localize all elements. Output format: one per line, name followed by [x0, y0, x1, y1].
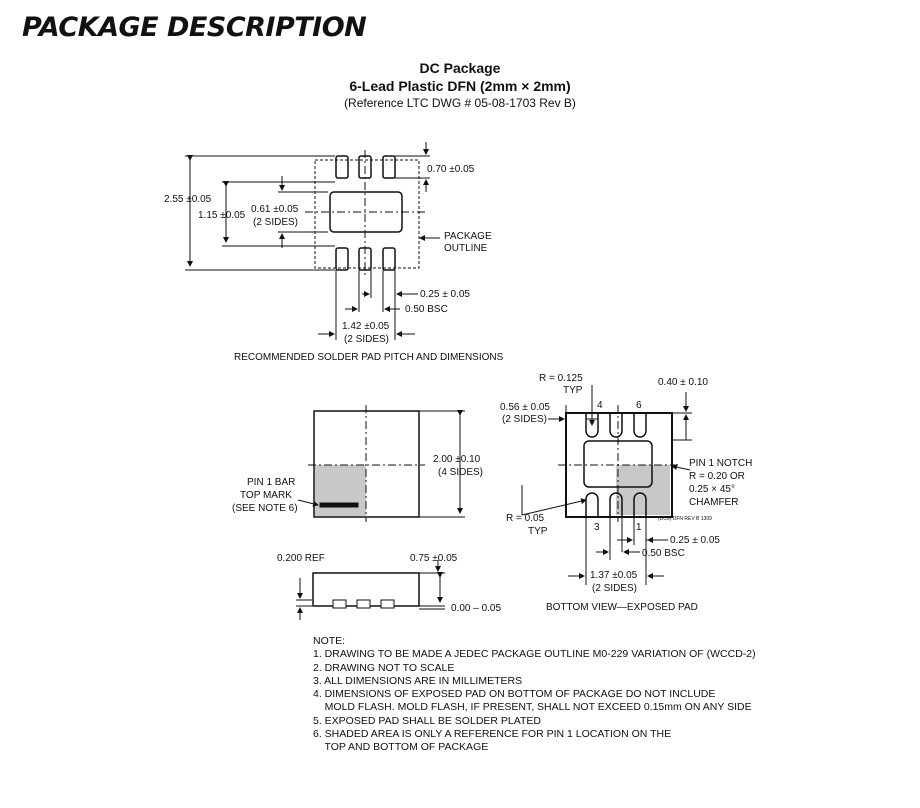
bottom-view — [521, 385, 692, 585]
r005-typ: TYP — [528, 526, 548, 537]
note-line: TOP AND BOTTOM OF PACKAGE — [313, 741, 489, 754]
dim-200-sides: (4 SIDES) — [438, 467, 483, 478]
dim-200: 2.00 ±0.10 — [433, 454, 481, 465]
dim-070: 0.70 ±0.05 — [427, 164, 475, 175]
dim-142-sides: (2 SIDES) — [344, 334, 389, 345]
pin-1-label: 1 — [636, 522, 642, 533]
package-name: DC Package — [419, 60, 501, 76]
solder-pad — [382, 247, 396, 271]
note-line: 4. DIMENSIONS OF EXPOSED PAD ON BOTTOM O… — [313, 688, 716, 701]
pin-6-label: 6 — [636, 400, 642, 411]
solder-pad — [335, 155, 349, 179]
notes: NOTE: 1. DRAWING TO BE MADE A JEDEC PACK… — [313, 635, 756, 755]
pin1-notch-label-2: R = 0.20 OR — [689, 471, 745, 482]
ref-0200: 0.200 REF — [277, 553, 325, 564]
package-outline-label: PACKAGE — [444, 231, 492, 242]
dim-050-bottom: 0.50 BSC — [642, 548, 685, 559]
dim-000: 0.00 – 0.05 — [451, 603, 501, 614]
pin1-bar-label-2: TOP MARK — [240, 490, 292, 501]
dim-137: 1.37 ±0.05 — [590, 570, 638, 581]
dim-025: 0.25 ± 0.05 — [420, 289, 470, 300]
drawing-tag: (DC6) DFN REV B 1309 — [658, 516, 712, 522]
note-line: 3. ALL DIMENSIONS ARE IN MILLIMETERS — [313, 674, 523, 687]
note-heading: NOTE: — [313, 635, 346, 647]
drawing-reference: (Reference LTC DWG # 05-08-1703 Rev B) — [344, 96, 576, 110]
dim-061-sides: (2 SIDES) — [253, 217, 298, 228]
dim-137-sides: (2 SIDES) — [592, 583, 637, 594]
note-line: 5. EXPOSED PAD SHALL BE SOLDER PLATED — [313, 714, 541, 727]
dim-056: 0.56 ± 0.05 — [500, 402, 550, 413]
bottom-view-caption: BOTTOM VIEW—EXPOSED PAD — [546, 602, 698, 613]
dim-056-sides: (2 SIDES) — [502, 414, 547, 425]
pin-4-label: 4 — [597, 400, 603, 411]
pin1-notch-label-3: 0.25 × 45° — [689, 484, 735, 495]
dim-075: 0.75 ±0.05 — [410, 553, 458, 564]
r0125: R = 0.125 — [539, 373, 583, 384]
r0125-typ: TYP — [563, 385, 583, 396]
pin1-bar-label: PIN 1 BAR — [247, 477, 295, 488]
note-line: 2. DRAWING NOT TO SCALE — [313, 661, 455, 674]
dim-025-bottom: 0.25 ± 0.05 — [670, 535, 720, 546]
pin-3-label: 3 — [594, 522, 600, 533]
dim-115: 1.15 ±0.05 — [198, 210, 246, 221]
dim-050: 0.50 BSC — [405, 304, 448, 315]
package-type: 6-Lead Plastic DFN (2mm × 2mm) — [349, 78, 571, 94]
side-view — [296, 560, 445, 620]
pin1-notch-label-4: CHAMFER — [689, 497, 738, 508]
pin1-notch-label: PIN 1 NOTCH — [689, 458, 752, 469]
section-title: PACKAGE DESCRIPTION — [22, 12, 367, 43]
solder-pad-view — [185, 142, 440, 340]
solder-pad — [382, 155, 396, 179]
solder-pad-caption: RECOMMENDED SOLDER PAD PITCH AND DIMENSI… — [234, 352, 504, 363]
package-outline — [314, 159, 420, 269]
dim-061: 0.61 ±0.05 — [251, 204, 299, 215]
r005: R = 0.05 — [506, 513, 545, 524]
package-outline-label-2: OUTLINE — [444, 243, 488, 254]
dim-040: 0.40 ± 0.10 — [658, 377, 708, 388]
dim-255: 2.55 ±0.05 — [164, 194, 212, 205]
pin1-bar — [319, 502, 359, 508]
note-line: 6. SHADED AREA IS ONLY A REFERENCE FOR P… — [313, 728, 672, 741]
solder-pad — [335, 247, 349, 271]
dim-142: 1.42 ±0.05 — [342, 321, 390, 332]
note-line: 1. DRAWING TO BE MADE A JEDEC PACKAGE OU… — [313, 648, 756, 661]
pin1-bar-label-3: (SEE NOTE 6) — [232, 503, 298, 514]
top-view — [297, 405, 465, 522]
note-line: MOLD FLASH. MOLD FLASH, IF PRESENT, SHAL… — [313, 701, 752, 714]
